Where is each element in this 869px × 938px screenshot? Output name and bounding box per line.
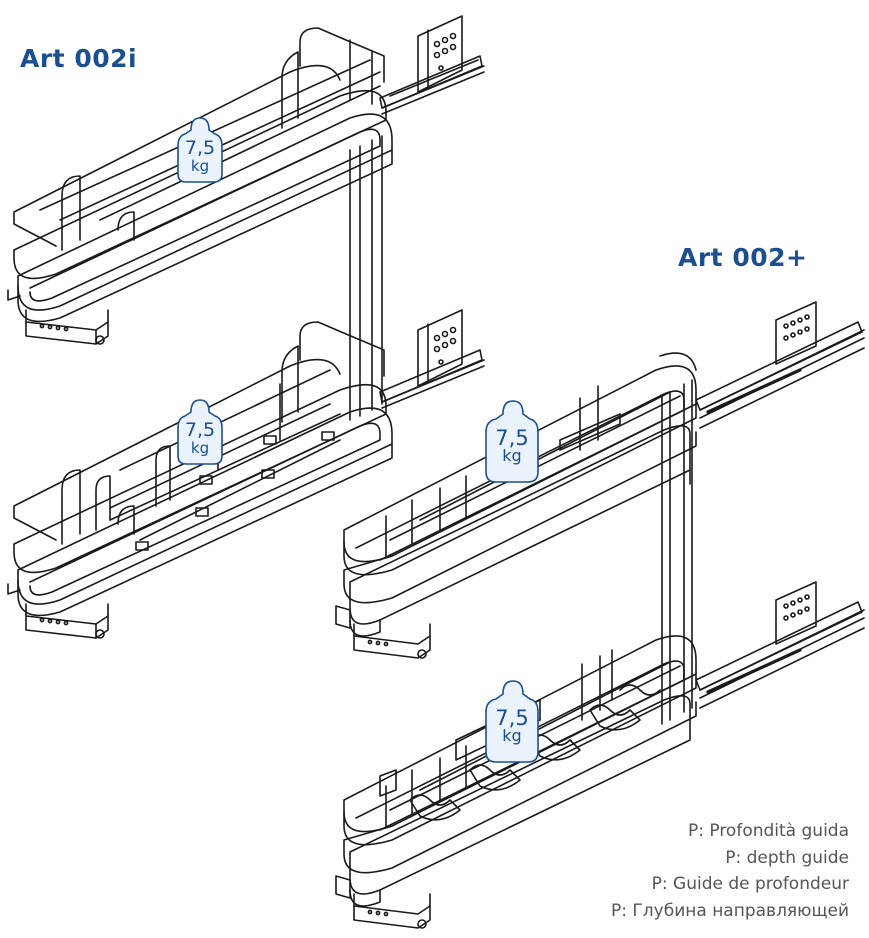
legend-italian: P: Profondità guida — [687, 821, 849, 841]
right-lower-mounting-plate — [775, 581, 817, 645]
weight-unit: kg — [190, 157, 210, 175]
right-upper-bracket — [335, 605, 431, 659]
left-lower-basket — [7, 321, 393, 617]
left-lower-bracket — [25, 603, 109, 639]
right-lower-basket — [343, 635, 697, 907]
weight-tag-shape-3 — [485, 400, 539, 483]
weight-value: 7,5 — [495, 426, 529, 450]
left-upper-basket — [7, 27, 393, 323]
legend-english: P: depth guide — [725, 847, 849, 868]
left-lower-mounting-plate — [417, 309, 463, 387]
title-art-002i: Art 002i — [20, 44, 138, 73]
weight-unit: kg — [502, 726, 522, 745]
legend-russian: P: Глубина направляющей — [611, 900, 849, 921]
weight-unit: kg — [190, 439, 210, 457]
left-upper-bracket — [25, 309, 109, 345]
weight-value: 7,5 — [184, 419, 216, 441]
weight-tag-shape-2 — [177, 399, 223, 465]
weight-tag-shape-4 — [485, 680, 539, 763]
weight-unit: kg — [502, 446, 522, 465]
weight-tag-4: 7,5 kg — [487, 708, 537, 744]
legend-french: P: Guide de profondeur — [651, 874, 849, 894]
depth-guide-legend: P: Profondità guida P: depth guide P: Gu… — [611, 818, 849, 924]
weight-tag-3: 7,5 kg — [487, 428, 537, 464]
title-art-002plus: Art 002+ — [678, 243, 808, 272]
weight-value: 7,5 — [184, 137, 216, 159]
weight-tag-shape-1 — [177, 117, 223, 183]
right-unit-drawing — [335, 301, 865, 929]
weight-tags — [177, 117, 539, 763]
right-lower-bracket — [335, 875, 431, 929]
right-upper-basket — [343, 352, 697, 637]
right-upper-mounting-plate — [775, 301, 817, 365]
weight-tag-1: 7,5 kg — [175, 138, 225, 174]
weight-value: 7,5 — [495, 706, 529, 730]
weight-tag-2: 7,5 kg — [175, 420, 225, 456]
left-upper-mounting-plate — [417, 15, 463, 93]
